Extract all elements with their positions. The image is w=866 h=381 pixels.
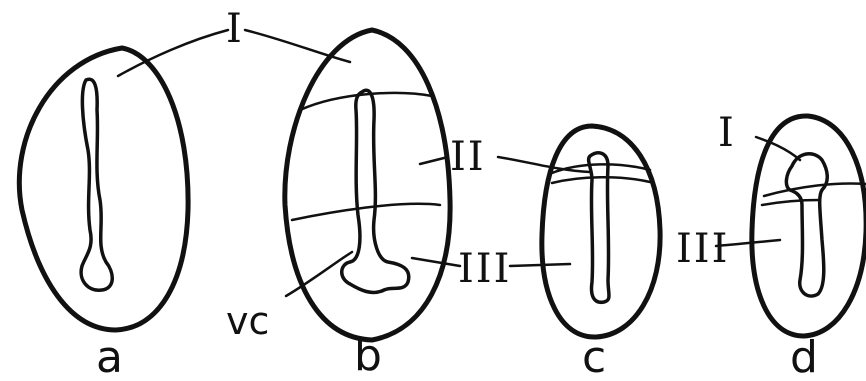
- caption-b: b: [354, 330, 382, 381]
- caption-d: d: [790, 332, 818, 381]
- ventral-crease-d: [786, 154, 827, 296]
- label-zone-II: II: [450, 134, 486, 180]
- ventral-crease-a: [81, 79, 112, 290]
- grain-outline-d: [752, 116, 866, 336]
- grain-outline-a: [19, 48, 188, 330]
- panel-d: [752, 116, 866, 336]
- leader-II-to-c: [498, 157, 590, 172]
- band-line-d-upper: [764, 184, 866, 197]
- band-line-b-lower: [292, 204, 440, 220]
- caption-c: c: [582, 332, 606, 381]
- label-vc: vc: [226, 299, 269, 343]
- label-zone-III-d: III: [676, 226, 729, 272]
- leader-II-to-b: [420, 157, 448, 164]
- caption-a: a: [96, 332, 123, 381]
- label-zone-III: III: [458, 246, 511, 292]
- band-line-d-lower: [762, 200, 820, 205]
- band-line-b-upper: [300, 93, 432, 110]
- grain-outline-c: [542, 126, 660, 337]
- ventral-crease-c: [589, 153, 609, 302]
- panel-b: [285, 30, 450, 340]
- labels: I II III vc I III a b c d: [96, 6, 818, 381]
- panel-a: [19, 48, 188, 330]
- ventral-crease-b: [342, 90, 409, 292]
- band-line-c-lower: [552, 177, 650, 183]
- leader-III-to-c: [510, 264, 570, 266]
- label-zone-I-top: I: [226, 6, 244, 52]
- leader-III-to-b: [412, 258, 460, 266]
- panel-c: [542, 126, 660, 337]
- label-zone-I-d: I: [718, 110, 736, 156]
- leader-I-to-b: [245, 30, 350, 62]
